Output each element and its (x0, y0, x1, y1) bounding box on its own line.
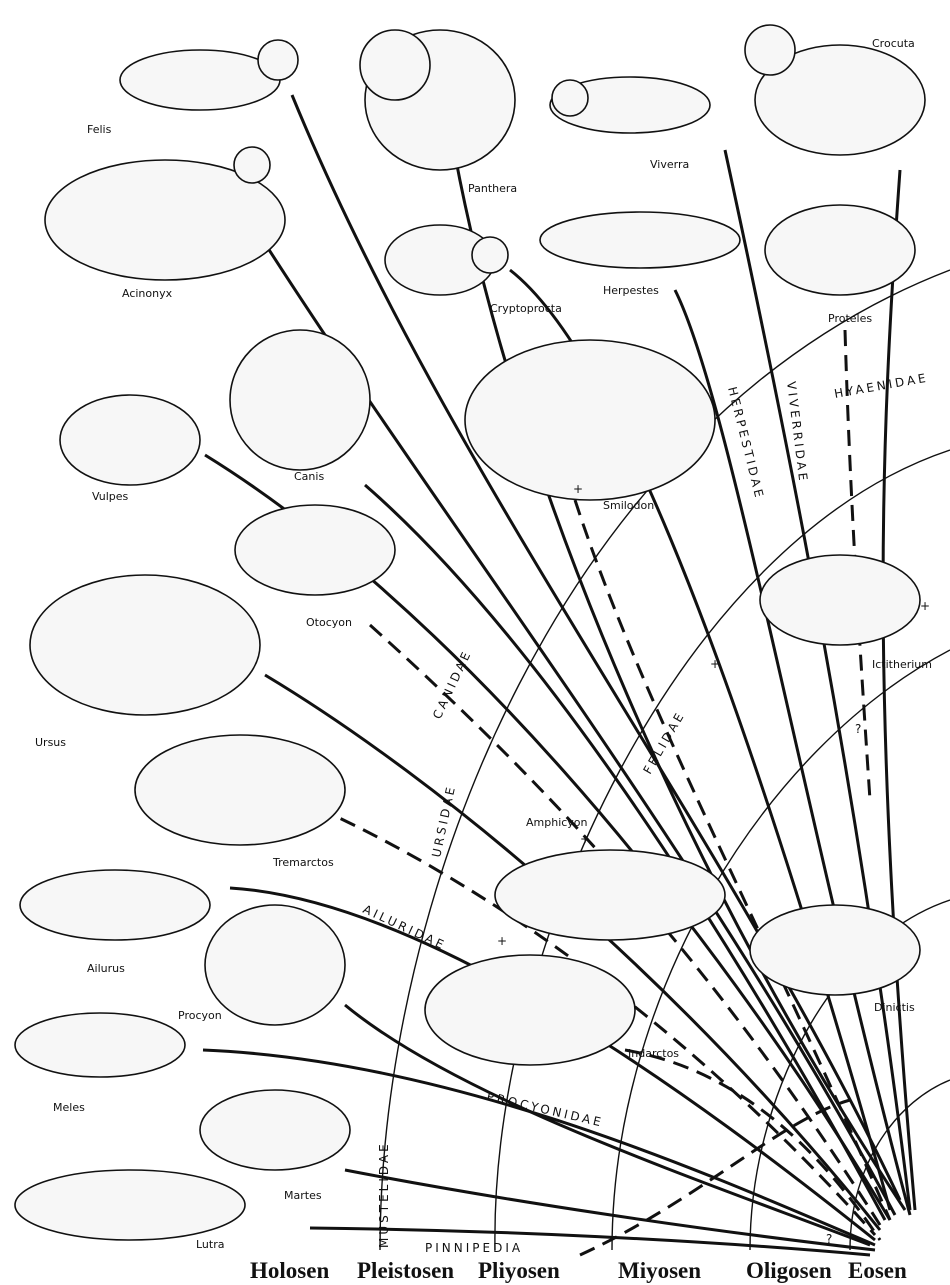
proteles-figure (765, 205, 915, 295)
genus-label-ailurus: Ailurus (87, 962, 125, 975)
extinct-marker: + (710, 657, 720, 671)
otocyon-figure (235, 505, 395, 595)
genus-label-smilodon: Smilodon (603, 499, 654, 512)
epoch-label-eosen: Eosen (848, 1258, 907, 1283)
extinct-marker: + (497, 934, 507, 948)
family-label-ursidae: URSIDAE (429, 783, 458, 858)
genus-label-ursus: Ursus (35, 736, 66, 749)
acinonyx-figure (45, 147, 285, 280)
cryptoprocta-figure (385, 225, 508, 295)
epoch-label-pleistosen: Pleistosen (357, 1258, 454, 1283)
genus-label-lutra: Lutra (196, 1238, 224, 1251)
amphicyon-figure (495, 850, 725, 940)
herpestes-figure (540, 212, 740, 268)
genus-label-vulpes: Vulpes (92, 490, 129, 503)
genus-label-dinictis: Dinictis (874, 1001, 915, 1014)
uncertain-marker: ? (855, 722, 861, 736)
extinct-marker: + (580, 832, 590, 846)
family-label-hyaenidae: HYAENIDAE (833, 371, 930, 401)
family-label-herpestidae: HERPESTIDAE (725, 385, 767, 501)
extinct-marker: + (573, 482, 583, 496)
smilodon-figure (465, 340, 715, 500)
canis-figure (230, 330, 370, 470)
family-label-viverridae: VIVERRIDAE (784, 381, 810, 485)
viverra-figure (550, 77, 710, 133)
genus-label-herpestes: Herpestes (603, 284, 659, 297)
epoch-label-holosen: Holosen (250, 1258, 329, 1283)
genus-label-felis: Felis (87, 123, 112, 136)
tremarctos-figure (135, 735, 345, 845)
genus-label-viverra: Viverra (650, 158, 689, 171)
family-label-mustelidae: MUSTELIDAE (377, 1141, 391, 1248)
genus-label-martes: Martes (284, 1189, 322, 1202)
epoch-label-miyosen: Miyosen (618, 1258, 701, 1283)
ursus-figure (30, 575, 260, 715)
panthera-figure (360, 30, 515, 170)
vulpes-figure (60, 395, 200, 485)
genus-label-acinonyx: Acinonyx (122, 287, 173, 300)
indarctos-figure (425, 955, 635, 1065)
genus-label-meles: Meles (53, 1101, 85, 1114)
epoch-label-oligosen: Oligosen (746, 1258, 832, 1283)
genus-label-panthera: Panthera (468, 182, 517, 195)
extinct-marker: + (920, 599, 930, 613)
dinictis-figure (750, 905, 920, 995)
family-label-ailuridae: AILURIDAE (361, 902, 449, 953)
ictitherium-figure (760, 555, 920, 645)
epoch-label-pliyosen: Pliyosen (478, 1258, 560, 1283)
genus-label-canis: Canis (294, 470, 324, 483)
genus-label-cryptoprocta: Cryptoprocta (490, 302, 562, 315)
meles-figure (15, 1013, 185, 1077)
genus-label-procyon: Procyon (178, 1009, 222, 1022)
genus-label-ictitherium: Ictitherium (872, 658, 932, 671)
epoch-axis: Holosen Pleistosen Pliyosen Miyosen Olig… (250, 1258, 907, 1283)
genus-label-indarctos: Indarctos (628, 1047, 679, 1060)
genus-label-otocyon: Otocyon (306, 616, 352, 629)
uncertain-marker: ? (826, 1232, 832, 1246)
genus-label-amphicyon: Amphicyon (526, 816, 588, 829)
ailurus-figure (20, 870, 210, 940)
procyon-figure (205, 905, 345, 1025)
martes-figure (200, 1090, 350, 1170)
genus-label-crocuta: Crocuta (872, 37, 915, 50)
genus-label-tremarctos: Tremarctos (272, 856, 334, 869)
lutra-figure (15, 1170, 245, 1240)
family-label-pinnipedia: PINNIPEDIA (425, 1241, 523, 1255)
genus-label-proteles: Proteles (828, 312, 872, 325)
felis-figure (120, 40, 298, 110)
